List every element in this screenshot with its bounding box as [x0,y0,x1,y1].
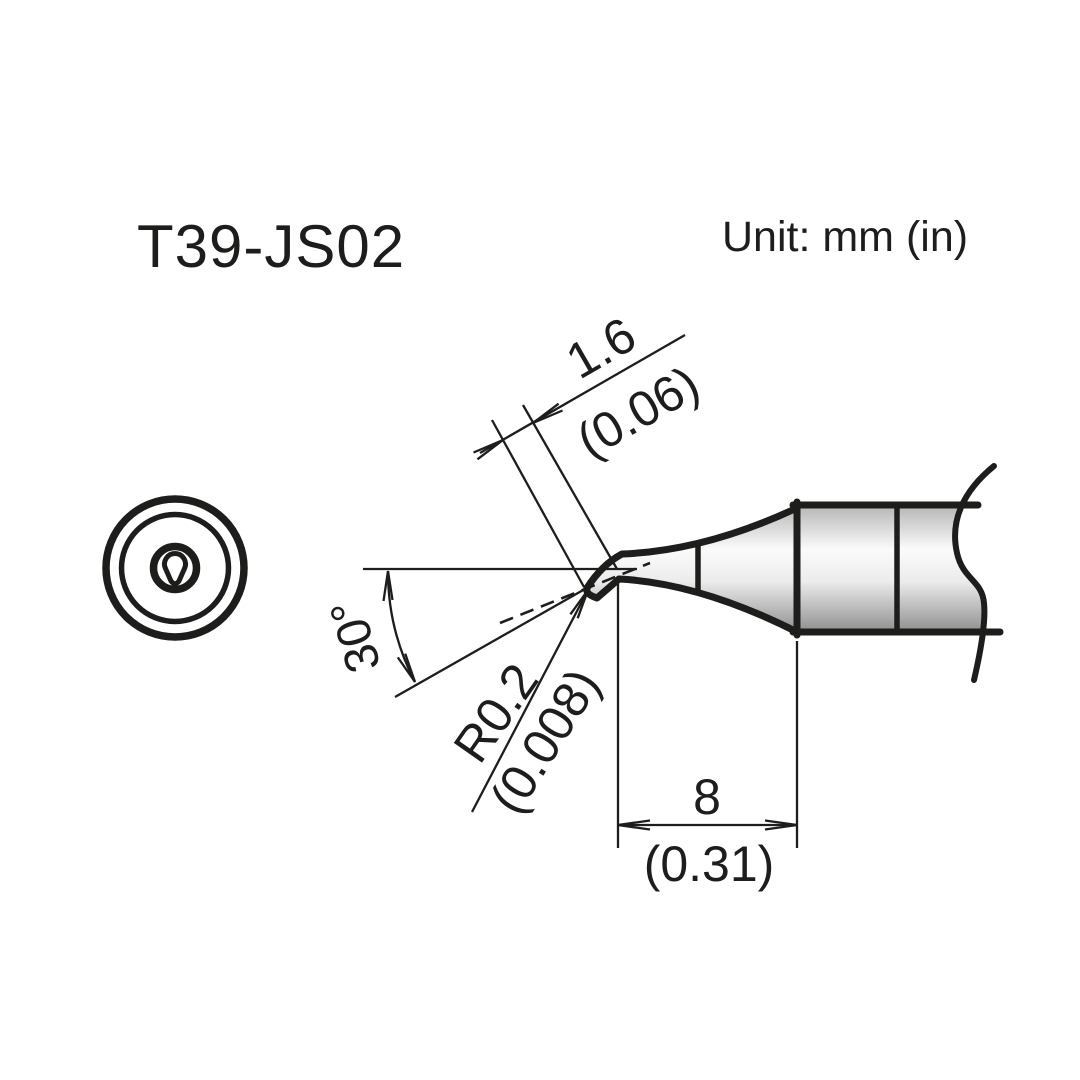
tip-outline [583,504,801,602]
tip-length-mm-label: 8 [693,769,721,825]
break-line [952,463,997,683]
arrowhead [382,570,394,602]
body-outline [583,463,1004,683]
middle-ring [118,511,232,625]
arrowhead [617,819,651,831]
width-dimension-line [479,334,686,454]
width-extension-line-right [522,404,618,570]
bend-angle-line [394,588,586,698]
tip-body-fill [586,505,985,632]
cone-underside [615,575,801,636]
tip-cross-section-drop-icon [162,551,188,587]
arrowhead [764,819,798,831]
outer-ring [102,495,248,641]
bend-angle-label: 30° [321,594,392,678]
tip-width-mm-label: 1.6 [557,306,645,389]
angle-arc [386,570,417,683]
width-extension-line-left [490,419,586,588]
tip-length-in-label: (0.31) [644,836,775,892]
unit-label: Unit: mm (in) [722,213,968,261]
core-ring [149,542,201,594]
radius-leader-line [470,589,590,813]
arrowhead [473,438,504,461]
tip-axis-dashed-line [499,561,651,625]
side-view [586,505,985,632]
arrowhead [396,653,417,683]
page-title: T39-JS02 [137,213,405,280]
arrowhead [532,402,563,425]
front-view [102,495,248,641]
